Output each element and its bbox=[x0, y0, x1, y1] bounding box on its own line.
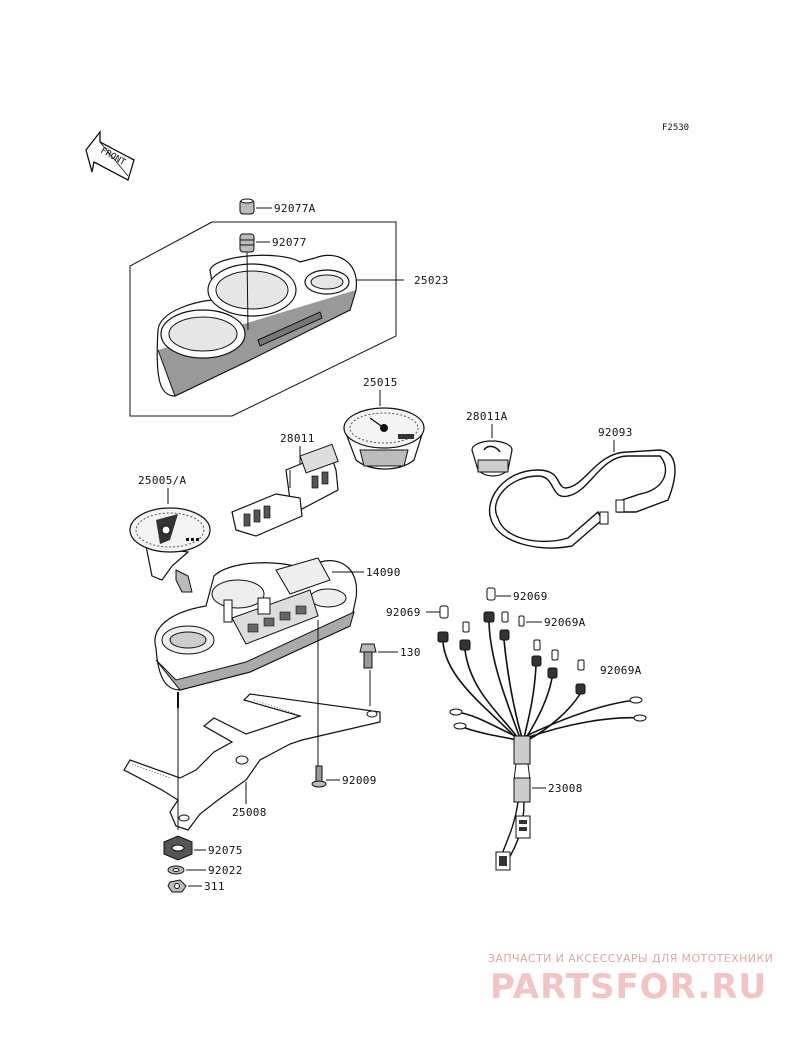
label-92069a-top: 92069A bbox=[544, 616, 586, 629]
bolt-130: 130 bbox=[359, 643, 421, 706]
label-28011: 28011 bbox=[280, 432, 315, 445]
label-25005a: 25005/A bbox=[138, 474, 187, 487]
meter-25005a: 25005/A bbox=[129, 474, 211, 593]
bracket-25008: 25008 bbox=[123, 693, 381, 831]
meter-cover-25023: 25023 bbox=[156, 251, 449, 397]
label-92009: 92009 bbox=[342, 774, 377, 787]
label-92022: 92022 bbox=[208, 864, 243, 877]
diagram-code: F2530 bbox=[662, 123, 689, 133]
grommet-92077: 92077 bbox=[239, 233, 307, 253]
label-92077: 92077 bbox=[272, 236, 307, 249]
harness-23008: 92069 92069 92069A 92069A bbox=[386, 587, 647, 871]
label-92077a: 92077A bbox=[274, 202, 316, 215]
label-130: 130 bbox=[400, 646, 421, 659]
grommet-92077a: 92077A bbox=[239, 198, 316, 215]
label-92069-left: 92069 bbox=[386, 606, 421, 619]
label-23008: 23008 bbox=[548, 782, 583, 795]
washer-92022: 92022 bbox=[167, 864, 243, 877]
watermark-logo: PARTSFOR.RU bbox=[490, 967, 767, 1007]
meter-cover-frame bbox=[129, 221, 397, 417]
label-25015: 25015 bbox=[363, 376, 398, 389]
label-25023: 25023 bbox=[414, 274, 449, 287]
label-28011a: 28011A bbox=[466, 410, 508, 423]
label-25008: 25008 bbox=[232, 806, 267, 819]
label-311: 311 bbox=[204, 880, 225, 893]
meter-25015: 25015 bbox=[343, 376, 425, 470]
label-92093: 92093 bbox=[598, 426, 633, 439]
socket-28011a: 28011A bbox=[466, 410, 513, 477]
label-92075: 92075 bbox=[208, 844, 243, 857]
damper-92075: 92075 bbox=[163, 835, 243, 861]
seal-92093: 92093 bbox=[488, 426, 676, 549]
nut-311: 311 bbox=[167, 879, 225, 893]
watermark-caption: ЗАПЧАСТИ И АКСЕССУАРЫ ДЛЯ МОТОТЕХНИКИ bbox=[488, 952, 773, 965]
socket-assembly-28011: 28011 bbox=[231, 432, 339, 537]
label-92069-top: 92069 bbox=[513, 590, 548, 603]
front-arrow-icon: FRONT bbox=[85, 130, 135, 181]
label-92069a-right: 92069A bbox=[600, 664, 642, 677]
meter-case-14090: 14090 bbox=[154, 557, 401, 708]
screw-92009: 92009 bbox=[311, 620, 377, 788]
label-14090: 14090 bbox=[366, 566, 401, 579]
watermark: ЗАПЧАСТИ И АКСЕССУАРЫ ДЛЯ МОТОТЕХНИКИ PA… bbox=[488, 952, 773, 1007]
